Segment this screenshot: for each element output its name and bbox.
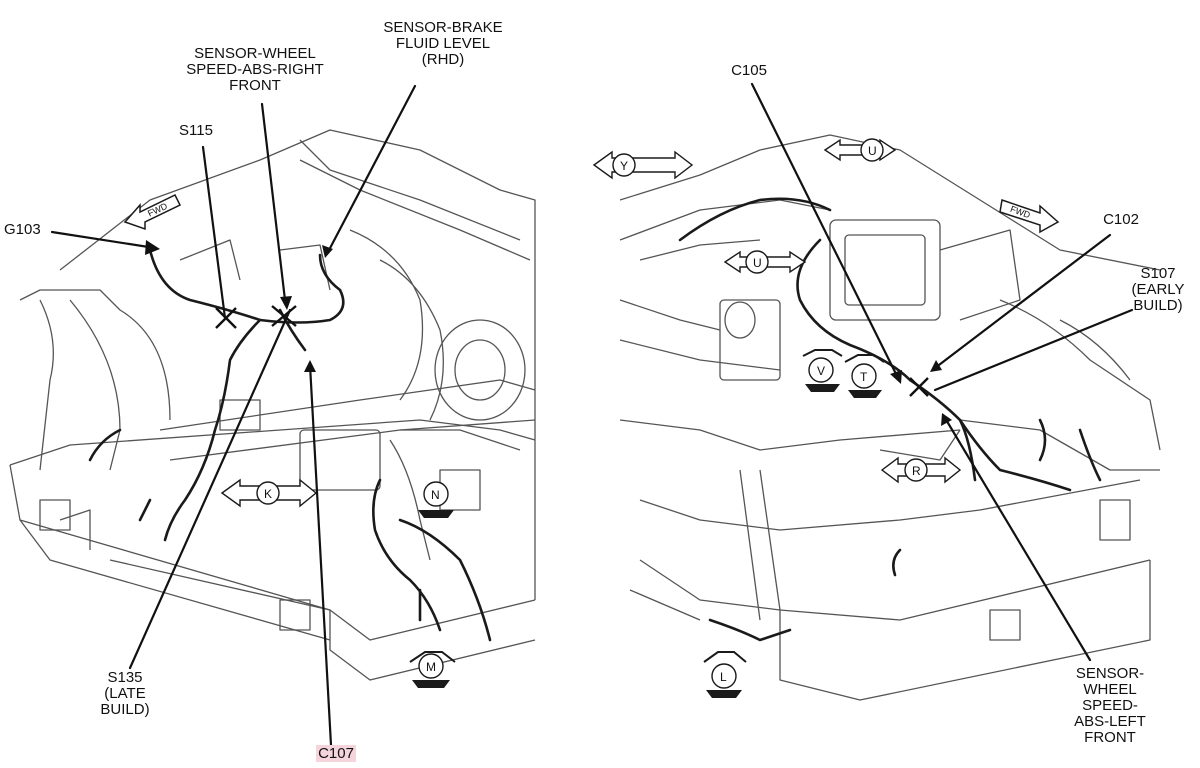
label-c102: C102 [1103,211,1139,228]
right-marker-u-top: U [823,138,897,162]
right-splice-marks [909,377,929,397]
leader-c107 [308,363,333,747]
marker-m-label: M [426,660,436,674]
leader-brake-fluid [326,84,417,254]
left-harness [88,248,492,642]
label-sensor-wheel-right: SENSOR-WHEEL SPEED-ABS-RIGHT FRONT [186,45,324,94]
leader-s107 [933,308,1134,392]
right-marker-r: R [880,456,962,484]
label-sensor-wheel-left: SENSOR- WHEEL SPEED- ABS-LEFT FRONT [1074,665,1146,746]
left-marker-m: M [409,651,456,688]
right-marker-y: Y [592,150,694,180]
label-s115: S115 [179,122,213,139]
label-s135: S135 (LATE BUILD) [100,669,150,718]
label-c107: C107 [312,745,360,762]
marker-k-label: K [264,487,272,501]
left-view-sketch [9,129,536,681]
right-fwd-arrow: FWD [999,199,1060,234]
left-marker-k: K [220,478,318,508]
left-marker-n: N [418,481,454,518]
marker-y-label: Y [620,159,628,173]
marker-t-label: T [860,370,868,384]
right-marker-l: L [703,651,747,698]
leader-s135 [128,308,292,670]
label-s107: S107 (EARLY BUILD) [1131,265,1185,314]
right-marker-v: V [802,349,843,392]
leader-c105 [750,82,900,380]
leader-s115 [201,145,227,320]
right-harness [678,197,1102,642]
right-marker-u-mid: U [723,250,807,274]
right-view-sketch [619,134,1161,701]
right-arrowheads [890,360,952,426]
marker-u-mid-label: U [753,256,762,270]
right-marker-t: T [844,354,885,398]
left-splice-marks [215,305,297,329]
left-arrowheads [145,240,333,372]
label-c105: C105 [731,62,767,79]
leader-g103 [50,230,157,250]
label-g103: G103 [4,221,41,238]
marker-l-label: L [720,670,727,684]
leader-sensor-wheel-left [943,416,1092,662]
marker-v-label: V [817,364,825,378]
leader-sensor-wheel-right [260,102,287,302]
marker-u-top-label: U [868,144,877,158]
right-leaders [750,82,1134,662]
marker-r-label: R [912,464,921,478]
label-c107-text: C107 [316,745,356,762]
leader-c102 [933,233,1112,370]
label-sensor-brake-fluid: SENSOR-BRAKE FLUID LEVEL (RHD) [383,19,503,68]
left-fwd-arrow: FWD [123,194,182,231]
marker-n-label: N [431,488,440,502]
left-leaders [50,84,417,747]
